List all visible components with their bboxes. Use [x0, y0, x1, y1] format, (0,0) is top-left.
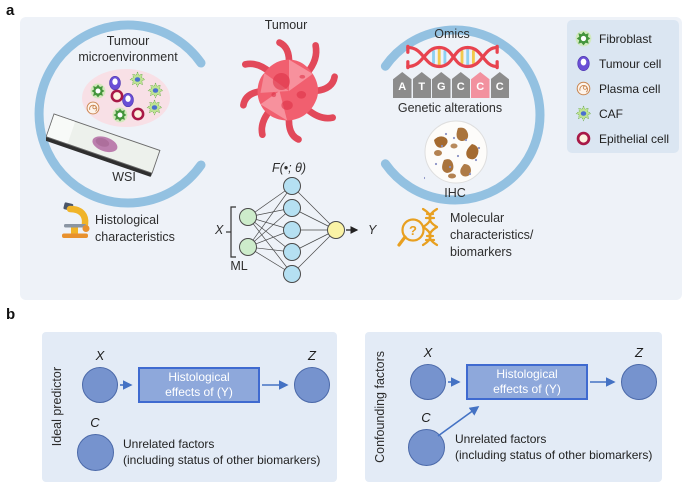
tme-circle-arc — [34, 20, 206, 208]
base-block-highlighted: C — [471, 72, 490, 98]
panel-a-letter: a — [6, 2, 15, 19]
molecular-line3: biomarkers — [450, 245, 512, 259]
omics-title: Omics — [434, 27, 470, 41]
legend-label: Fibroblast — [599, 31, 652, 46]
plasma-cell-icon — [576, 81, 591, 96]
factors-line1: Unrelated factors — [123, 437, 215, 451]
magnifier-dna-icon: ? — [397, 207, 439, 247]
node-x-left — [82, 367, 118, 403]
node-x-left-label: X — [95, 348, 105, 363]
legend-label: CAF — [599, 106, 623, 121]
legend-label: Plasma cell — [599, 81, 661, 96]
base-blocks: A T G C C C — [393, 72, 509, 98]
node-x-right-label: X — [423, 345, 433, 360]
fibroblast-icon — [575, 30, 592, 47]
histological-effects-box-left: Histological effects of (Y) — [138, 367, 260, 403]
histological-line2: characteristics — [95, 230, 175, 244]
microscope-icon — [62, 202, 90, 238]
dna-helix-illustration — [406, 44, 499, 70]
legend-item: Tumour cell — [575, 51, 679, 76]
node-z-right — [621, 364, 657, 400]
node-z-right-label: Z — [635, 345, 643, 360]
panel-b-letter: b — [6, 306, 16, 323]
legend-label: Epithelial cell — [599, 131, 670, 146]
caf-icon — [575, 105, 592, 122]
unrelated-factors-left: Unrelated factors (including status of o… — [123, 436, 320, 468]
ml-x-label: X — [215, 223, 224, 237]
side-label-text: Ideal predictor — [50, 367, 64, 447]
molecular-line1: Molecular — [450, 211, 505, 225]
confounding-factors-side-label: Confounding factors — [367, 332, 393, 482]
base-block: C — [451, 72, 470, 98]
legend-item: Fibroblast — [575, 26, 679, 51]
ml-label: ML — [230, 259, 248, 273]
tme-title-line1: Tumour — [106, 34, 150, 48]
base-block: C — [490, 72, 509, 98]
unrelated-factors-right: Unrelated factors (including status of o… — [455, 431, 652, 463]
legend-item: Plasma cell — [575, 76, 679, 101]
legend-label: Tumour cell — [599, 56, 662, 71]
ml-function-label: F(•; θ) — [271, 161, 307, 175]
base-block: G — [432, 72, 451, 98]
cell-legend: Fibroblast Tumour cell Plasma cell CAF E… — [567, 20, 679, 153]
ideal-predictor-side-label: Ideal predictor — [44, 332, 70, 482]
node-z-left-label: Z — [308, 348, 316, 363]
base-block: A — [393, 72, 412, 98]
factors-line2: (including status of other biomarkers) — [123, 453, 321, 467]
ihc-label: IHC — [444, 186, 466, 200]
omics-circle-arc — [380, 25, 545, 205]
wsi-slide-illustration — [46, 113, 161, 177]
node-c-right-label: C — [421, 410, 431, 425]
ml-y-label: Y — [368, 223, 377, 237]
effects-box-line1: Histological — [168, 370, 230, 384]
node-x-right — [410, 364, 446, 400]
node-c-left-label: C — [90, 415, 100, 430]
tme-title-line2: microenvironment — [78, 50, 178, 64]
factors-line1: Unrelated factors — [455, 432, 547, 446]
genetic-alterations-label: Genetic alterations — [397, 101, 503, 115]
ihc-image — [424, 120, 488, 184]
node-c-left — [77, 434, 114, 471]
effects-box-line1: Histological — [496, 367, 558, 381]
tumour-illustration — [240, 39, 338, 143]
tumour-label: Tumour — [264, 18, 308, 32]
factors-line2: (including status of other biomarkers) — [455, 448, 653, 462]
molecular-line2: characteristics/ — [450, 228, 534, 242]
side-label-text: Confounding factors — [373, 351, 387, 463]
svg-text:?: ? — [409, 223, 417, 238]
tumour-cell-icon — [577, 55, 590, 72]
node-z-left — [294, 367, 330, 403]
effects-box-line2: effects of (Y) — [165, 385, 233, 399]
histological-effects-box-right: Histological effects of (Y) — [466, 364, 588, 400]
tme-cells-illustration — [82, 69, 170, 127]
histological-line1: Histological — [95, 213, 159, 227]
node-c-right — [408, 429, 445, 466]
ml-network-diagram — [226, 177, 359, 283]
effects-box-line2: effects of (Y) — [493, 382, 561, 396]
wsi-label: WSI — [112, 170, 136, 184]
legend-item: Epithelial cell — [575, 126, 679, 151]
epithelial-cell-icon — [576, 131, 591, 146]
legend-item: CAF — [575, 101, 679, 126]
base-block: T — [412, 72, 431, 98]
